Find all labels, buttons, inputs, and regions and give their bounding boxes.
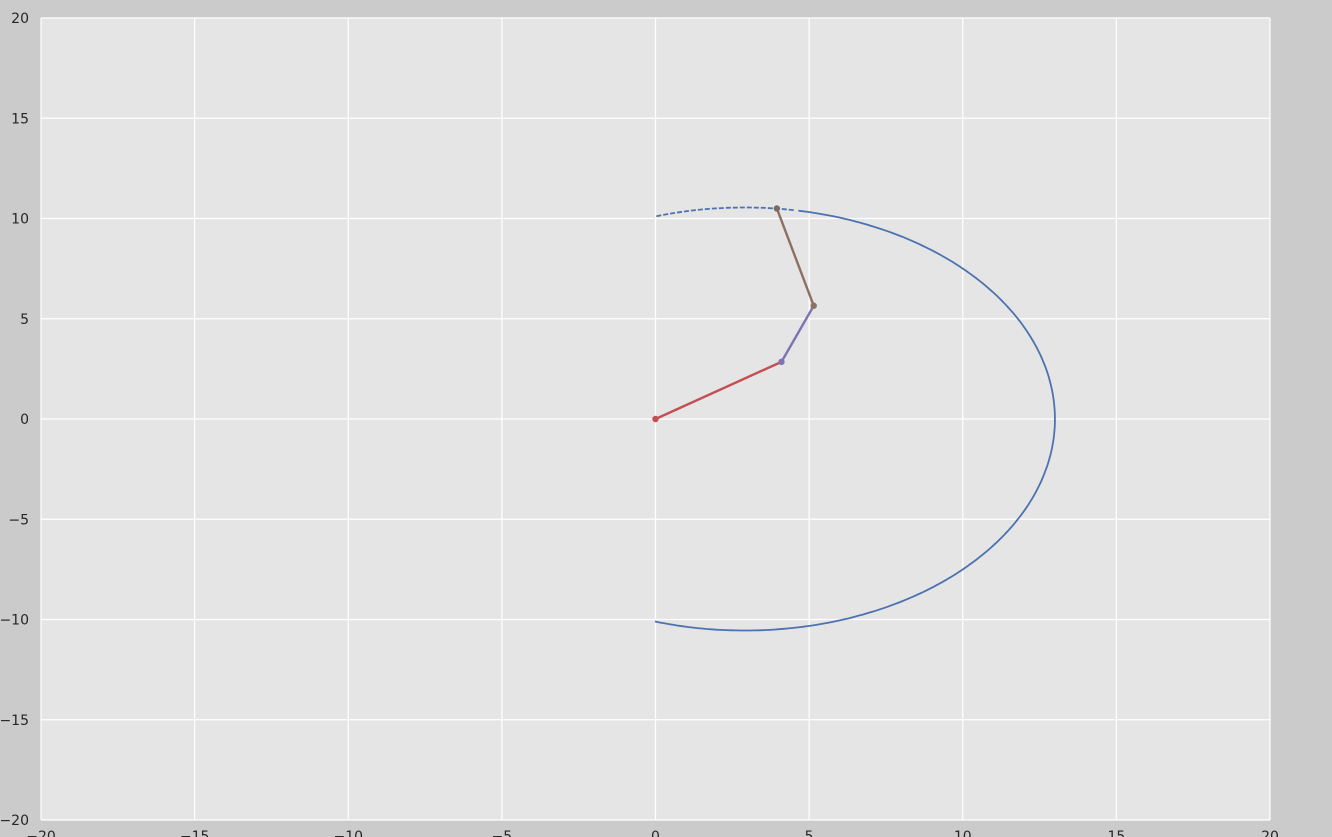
arm-segment-3 [775, 208, 815, 307]
arm-segments [655, 208, 815, 421]
y-tick-label: 10 [11, 212, 29, 228]
trace-solid-path [654, 209, 1056, 632]
y-tick-label: 5 [20, 312, 29, 328]
arm-segment-1 [655, 360, 782, 421]
y-tick-label: −20 [0, 813, 29, 829]
y-tick-label: −5 [8, 512, 29, 528]
y-tick-label: 20 [11, 11, 29, 27]
x-axis-ticks: −20 −15 −10 −5 0 5 10 15 20 [26, 829, 1279, 837]
x-tick-label: 10 [954, 829, 972, 837]
x-tick-label: −10 [333, 829, 363, 837]
x-tick-label: 15 [1107, 829, 1125, 837]
x-tick-label: 0 [651, 829, 660, 837]
joint-marker-2 [778, 358, 785, 366]
y-tick-label: 15 [11, 111, 29, 127]
trace-dashed-path [655, 206, 794, 218]
x-tick-label: −5 [492, 829, 513, 837]
y-axis-ticks: 20 15 10 5 0 −5 −10 −15 −20 [0, 11, 29, 829]
joint-marker-4 [773, 205, 781, 212]
joint-marker-1 [652, 415, 659, 423]
y-tick-label: −10 [0, 613, 29, 629]
y-tick-label: −15 [0, 713, 29, 729]
y-tick-label: 0 [20, 412, 29, 428]
x-tick-label: 20 [1261, 829, 1279, 837]
joint-marker-3 [810, 302, 817, 309]
arm-joints [652, 205, 817, 423]
x-tick-label: 5 [805, 829, 814, 837]
arm-segment-2 [780, 305, 815, 363]
x-tick-label: −15 [180, 829, 210, 837]
trace-curve [654, 206, 1056, 632]
x-tick-label: −20 [26, 829, 56, 837]
